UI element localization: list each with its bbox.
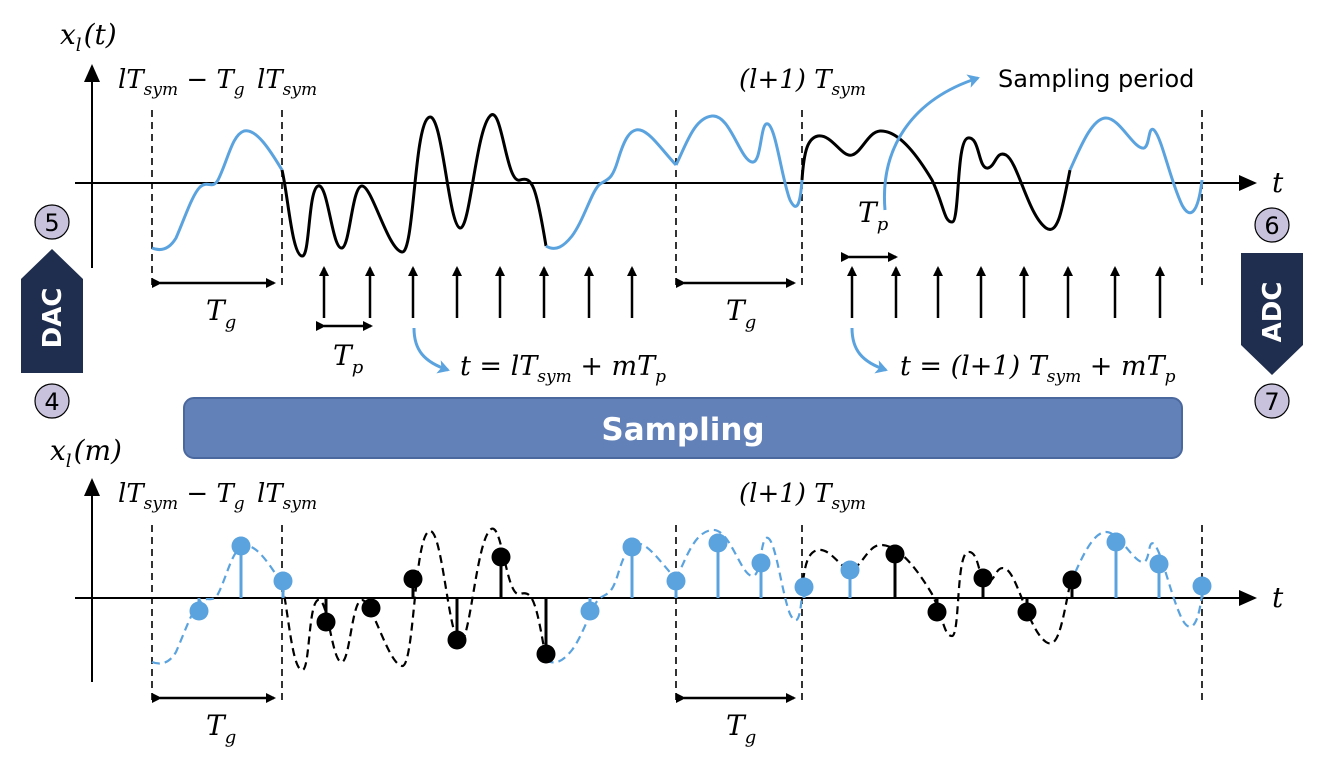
bottom-boundaries	[151, 525, 1203, 705]
bottom-next-symbol-label: (l+1) Tsym	[739, 479, 866, 514]
sample-point-20	[1017, 602, 1037, 622]
top-y-label: xl(t)	[60, 18, 117, 56]
badge-4-label: 4	[44, 388, 59, 416]
bottom-envelope-tail1	[545, 542, 677, 664]
sampling-banner: Sampling	[183, 397, 1183, 459]
top-wave-cp2	[674, 114, 804, 208]
bottom-envelope-cp1	[151, 544, 283, 665]
sample-point-3	[273, 571, 293, 591]
sample-point-6	[403, 569, 423, 589]
badge-7-label: 7	[1264, 388, 1279, 416]
top-period-label-2: Tp	[858, 196, 889, 235]
badge-5-label: 5	[44, 209, 59, 237]
sample-point-13	[708, 533, 728, 553]
top-guard-width-label-1: Tg	[206, 294, 236, 333]
adc-block: 6 ADC 7	[1241, 207, 1303, 419]
top-wave-tail1	[545, 128, 678, 250]
top-wave-sym1	[280, 113, 548, 258]
top-period-label-1: Tp	[333, 339, 364, 378]
sample-point-18	[927, 602, 947, 622]
top-wave-sym2	[800, 129, 1072, 231]
bottom-envelope-cp2	[675, 528, 804, 622]
bottom-envelope-tail2	[1068, 530, 1204, 628]
bottom-symbol-start-label: lTsym	[257, 479, 317, 514]
sampling-banner-bar	[183, 397, 1183, 459]
sampling-banner-label: Sampling	[601, 412, 764, 448]
badge-7	[1254, 383, 1290, 419]
sample-point-4	[316, 612, 336, 632]
sample-point-23	[1149, 554, 1169, 574]
badge-5	[34, 204, 70, 240]
top-guard-width-label-2: Tg	[726, 294, 756, 333]
sample-point-19	[973, 568, 993, 588]
sample-time-label-1: t = lTsym + mTp	[460, 351, 666, 387]
bottom-x-label: t	[1272, 581, 1284, 614]
dac-arrow-shape	[21, 249, 83, 373]
dac-label: DAC	[38, 288, 68, 349]
sample-point-11	[622, 537, 642, 557]
badge-4	[34, 383, 70, 419]
top-wave-cp1	[151, 129, 284, 252]
adc-label: ADC	[1258, 282, 1288, 343]
sample-point-5	[361, 598, 381, 618]
sample-point-16	[840, 560, 860, 580]
sampling-period-text: Sampling period	[998, 65, 1194, 93]
bottom-guard-width-label-2: Tg	[726, 709, 756, 748]
sample-point-1	[189, 601, 209, 621]
sample-point-17	[885, 544, 905, 564]
top-symbol-start-label: lTsym	[257, 65, 317, 100]
sample-point-21	[1062, 570, 1082, 590]
top-next-symbol-label: (l+1) Tsym	[739, 65, 866, 100]
sample-point-24	[1192, 576, 1212, 596]
bottom-guard-width-label-1: Tg	[206, 709, 236, 748]
top-panel: xl(t) t lTsym − Tg lTsym (l+1) Tsym	[60, 18, 1284, 387]
bottom-stems	[189, 532, 1212, 664]
badge-6	[1254, 207, 1290, 243]
top-x-label: t	[1272, 166, 1284, 199]
bottom-guard-start-label: lTsym − Tg	[118, 479, 245, 514]
bottom-envelope-sym2	[800, 543, 1072, 645]
sample-point-7	[447, 630, 467, 650]
sample-time-label-2: t = (l+1) Tsym + mTp	[900, 351, 1176, 387]
sample-time-callout-arrow-2	[850, 327, 888, 374]
top-sample-arrows	[319, 266, 1165, 318]
sampling-period-callout-arrow	[882, 74, 980, 211]
sample-point-15	[794, 577, 814, 597]
adc-arrow-shape	[1241, 253, 1303, 375]
sample-point-14	[751, 553, 771, 573]
bottom-panel: xl(m) t lTsym − Tg lTsym (l+1) Tsym	[50, 434, 1284, 748]
sample-point-22	[1106, 532, 1126, 552]
top-guard-start-label: lTsym − Tg	[118, 65, 245, 100]
bottom-envelope-sym1	[280, 527, 548, 672]
top-wave-tail2	[1068, 116, 1204, 215]
bottom-y-label: xl(m)	[50, 434, 122, 472]
sample-point-10	[580, 601, 600, 621]
top-boundaries	[151, 110, 1203, 290]
sample-point-8	[491, 547, 511, 567]
sample-point-2	[231, 536, 251, 556]
badge-6-label: 6	[1264, 212, 1279, 240]
sample-point-9	[536, 644, 556, 664]
sample-time-callout-arrow-1	[412, 327, 450, 374]
sample-point-12	[666, 571, 686, 591]
dac-block: 5 DAC 4	[21, 204, 83, 419]
